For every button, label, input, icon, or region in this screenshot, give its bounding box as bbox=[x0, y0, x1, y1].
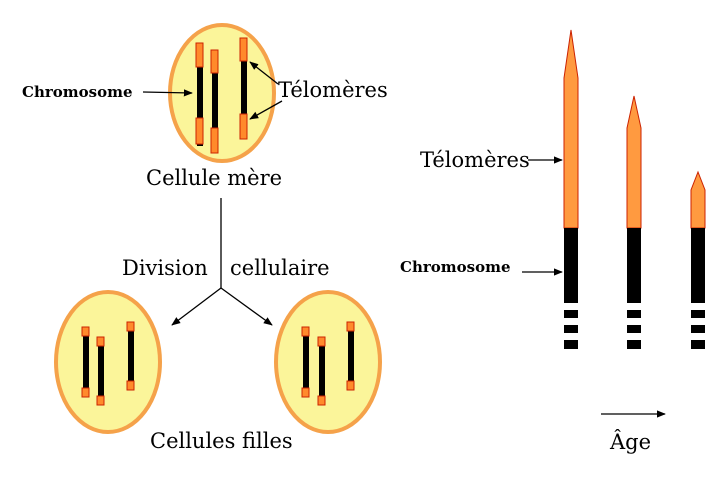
aging-chromosome-young bbox=[563, 29, 579, 349]
chromosome-segment bbox=[627, 340, 641, 349]
daughter-left-chromosome-1 bbox=[81, 326, 90, 398]
chromosome-segment bbox=[691, 340, 705, 349]
daughter-left-chromosome-2 bbox=[96, 336, 105, 406]
label-age: Âge bbox=[609, 430, 651, 454]
aging-chromosome-old bbox=[690, 170, 706, 349]
daughter-cell-right bbox=[274, 290, 382, 434]
label-cellulaire: cellulaire bbox=[230, 256, 330, 280]
chromosome-body-old bbox=[691, 228, 705, 303]
arrow-telomere-top bbox=[249, 61, 279, 85]
daughter-right-chromosome-3 bbox=[346, 321, 355, 391]
chromosome-segment bbox=[691, 325, 705, 333]
mother-chromosome-2 bbox=[210, 49, 219, 154]
daughter-left-chromosome-3 bbox=[126, 321, 135, 391]
daughter-right-chromosome-2 bbox=[317, 336, 326, 406]
label-division: Division bbox=[122, 256, 208, 280]
division-arrow-right bbox=[220, 287, 273, 326]
aging-chromosome-middle bbox=[626, 95, 642, 349]
label-telomeres-right: Télomères bbox=[420, 148, 530, 172]
chromosome-segment bbox=[627, 310, 641, 318]
daughter-cell-right-membrane bbox=[274, 290, 382, 434]
telomere-long bbox=[563, 29, 579, 229]
label-daughter-cells: Cellules filles bbox=[150, 429, 293, 453]
label-chromosome-left: Chromosome bbox=[22, 83, 133, 101]
division-arrow-left bbox=[171, 287, 222, 326]
label-mother-cell: Cellule mère bbox=[146, 166, 282, 190]
label-telomeres-left: Télomères bbox=[278, 78, 388, 102]
chromosome-segment bbox=[564, 325, 578, 333]
mother-cell bbox=[168, 23, 276, 163]
arrow-telomere-bottom bbox=[249, 100, 283, 120]
label-chromosome-right: Chromosome bbox=[400, 258, 511, 276]
arrow-chromosome-left bbox=[142, 89, 193, 97]
chromosome-segment bbox=[691, 310, 705, 318]
chromosome-body-middle bbox=[627, 228, 641, 303]
telomere-medium bbox=[626, 95, 642, 229]
telomere-short bbox=[690, 170, 706, 229]
chromosome-segment bbox=[564, 340, 578, 349]
chromosome-body-young bbox=[564, 228, 578, 303]
daughter-cell-left-membrane bbox=[54, 290, 162, 434]
mother-chromosome-3 bbox=[239, 37, 248, 140]
chromosome-segment bbox=[627, 325, 641, 333]
daughter-cell-left bbox=[54, 290, 162, 434]
mother-chromosome-1 bbox=[195, 42, 204, 146]
daughter-right-chromosome-1 bbox=[301, 326, 310, 398]
chromosome-segment bbox=[564, 310, 578, 318]
